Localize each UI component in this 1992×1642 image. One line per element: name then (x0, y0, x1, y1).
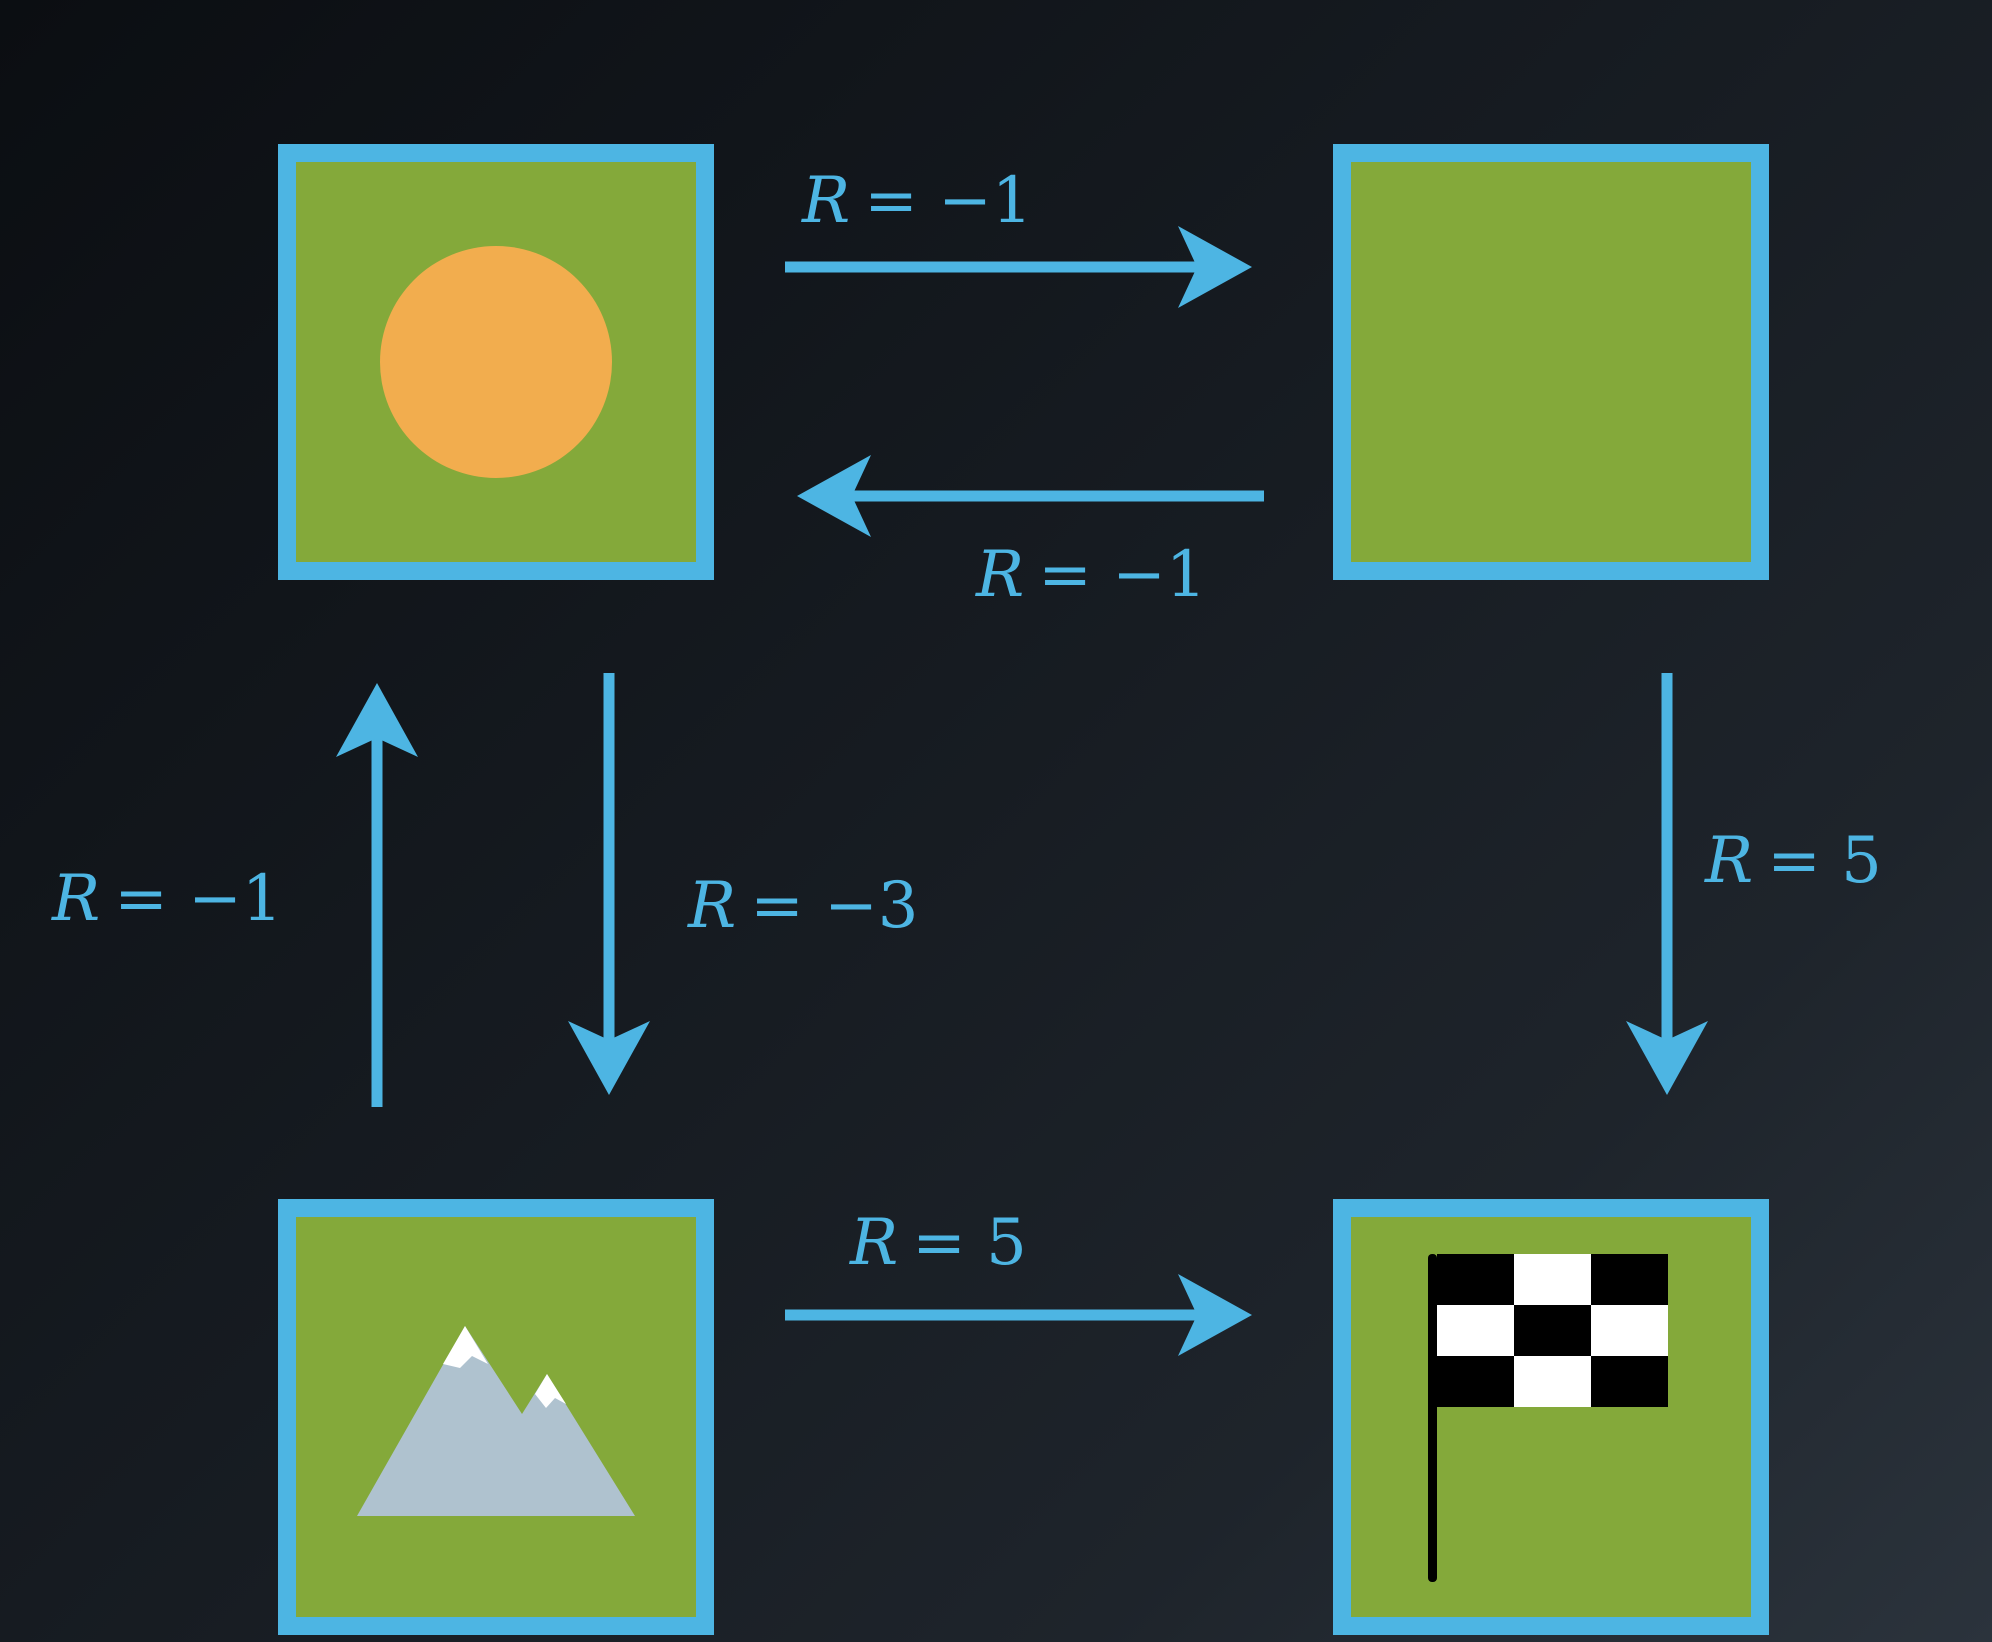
arrow-top-left-to-bottom-left (568, 673, 650, 1095)
state-cell-bottom-left (278, 1199, 714, 1635)
reward-label-top-left-to-bottom-left: R= −3 (687, 869, 919, 943)
arrow-top-right-to-top-left (797, 455, 1264, 537)
reward-label-top-left-to-top-right: R= −1 (801, 164, 1033, 238)
sun-icon (380, 246, 612, 478)
flag-square (1591, 1254, 1668, 1305)
reward-label-bottom-left-to-top-left: R= −1 (51, 862, 283, 936)
reward-label-bottom-left-to-bottom-right: R= 5 (849, 1206, 1027, 1280)
flag-square (1514, 1254, 1591, 1305)
reward-label-top-right-to-top-left: R= −1 (975, 538, 1207, 612)
flag-square (1591, 1305, 1668, 1356)
flag-square (1437, 1254, 1514, 1305)
checkered-flag-icon (1428, 1254, 1668, 1582)
state-cell-top-left (278, 144, 714, 580)
state-cell-bottom-right (1333, 1199, 1769, 1635)
mountain-icon (357, 1326, 635, 1516)
arrow-top-right-to-bottom-right (1626, 673, 1708, 1095)
arrow-bottom-left-to-top-left (336, 683, 418, 1107)
flag-square (1437, 1356, 1514, 1407)
flag-square (1437, 1305, 1514, 1356)
flag-square (1514, 1356, 1591, 1407)
flag-square (1591, 1356, 1668, 1407)
reward-label-top-right-to-bottom-right: R= 5 (1704, 824, 1882, 898)
flag-square (1514, 1305, 1591, 1356)
state-cell-top-right (1333, 144, 1769, 580)
arrow-top-left-to-top-right (785, 226, 1252, 308)
arrow-bottom-left-to-bottom-right (785, 1274, 1252, 1356)
